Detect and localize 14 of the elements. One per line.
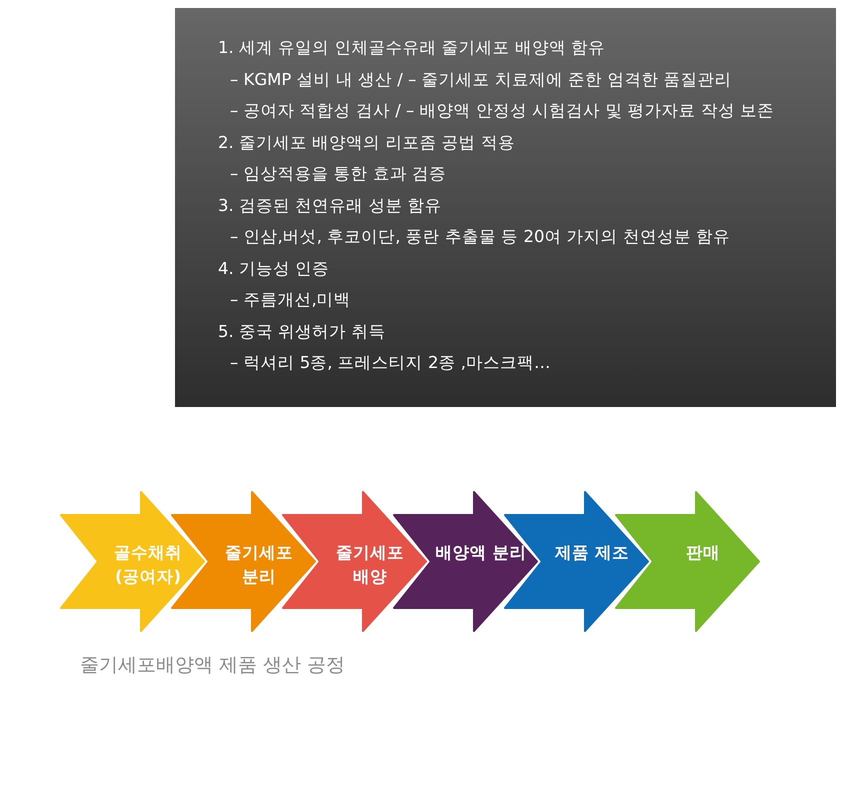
detail-line: – 인삼,버섯, 후코이단, 풍란 추출물 등 20여 가지의 천연성분 함유	[230, 226, 730, 248]
text-panel	[175, 8, 836, 407]
detail-line: – 임상적용을 통한 효과 검증	[230, 163, 446, 185]
detail-line: – 주름개선,미백	[230, 289, 351, 311]
process-step: 골수채취 (공여자)	[60, 491, 206, 632]
numbered-heading: 1. 세계 유일의 인체골수유래 줄기세포 배양액 함유	[218, 37, 606, 59]
numbered-heading: 3. 검증된 천연유래 성분 함유	[218, 194, 442, 216]
detail-line: – 공여자 적합성 검사 / – 배양액 안정성 시험검사 및 평가자료 작성 보존	[230, 100, 774, 122]
numbered-heading: 5. 중국 위생허가 취득	[218, 320, 386, 342]
detail-line: – 럭셔리 5종, 프레스티지 2종 ,마스크팩…	[230, 352, 550, 374]
caption: 줄기세포배양액 제품 생산 공정	[80, 653, 346, 678]
numbered-heading: 2. 줄기세포 배양액의 리포좀 공법 적용	[218, 132, 515, 154]
detail-line: – KGMP 설비 내 생산 / – 줄기세포 치료제에 준한 엄격한 품질관리	[230, 68, 732, 90]
numbered-heading: 4. 기능성 인증	[218, 258, 330, 280]
